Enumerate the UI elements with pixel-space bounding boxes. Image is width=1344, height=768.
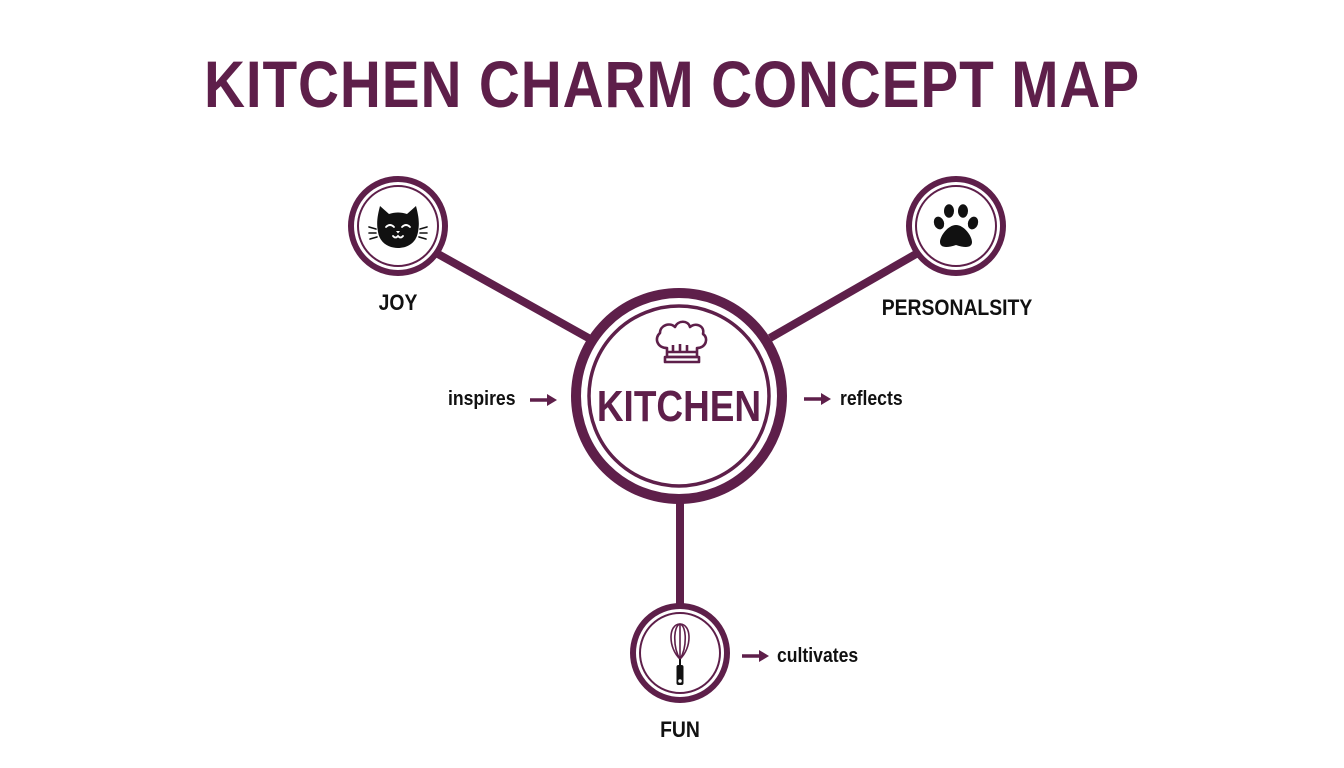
cat-face-icon [368, 206, 428, 248]
relation-arrows [530, 393, 831, 662]
node-fun[interactable] [630, 603, 730, 703]
central-node-kitchen[interactable]: KITCHEN [571, 288, 787, 504]
page-title: KITCHEN CHARM CONCEPT MAP [204, 47, 1140, 121]
node-label-joy: JOY [378, 290, 418, 315]
arrow-right-icon [742, 650, 769, 662]
relation-label-inspires: inspires [448, 388, 516, 410]
connector-personality-kitchen [768, 250, 918, 342]
chef-hat-icon [655, 320, 708, 364]
connectors [436, 250, 918, 604]
paw-print-icon [933, 204, 979, 247]
node-label-fun: FUN [660, 717, 700, 742]
relation-label-reflects: reflects [840, 388, 903, 410]
arrow-right-icon [530, 394, 557, 406]
whisk-icon [670, 623, 690, 685]
node-joy[interactable] [348, 176, 448, 276]
arrow-right-icon [804, 393, 831, 405]
node-label-personality: PERSONALSITY [881, 295, 1033, 320]
connector-joy-kitchen [436, 250, 594, 344]
node-personality[interactable] [906, 176, 1006, 276]
relation-label-cultivates: cultivates [777, 645, 859, 667]
central-node-label: KITCHEN [597, 381, 761, 431]
